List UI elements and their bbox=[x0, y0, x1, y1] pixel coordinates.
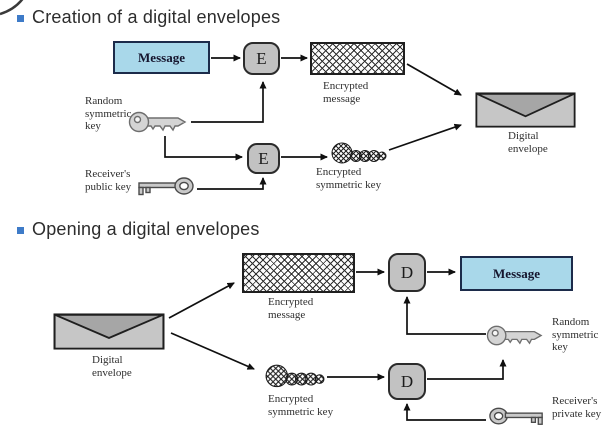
bullet-square-icon bbox=[17, 227, 24, 234]
encrypt-letter: E bbox=[256, 48, 267, 68]
digital-envelope-label: Digital envelope bbox=[92, 354, 132, 379]
random-symmetric-key-label: Random symmetric key bbox=[552, 316, 599, 353]
key-icon bbox=[128, 111, 187, 133]
encrypted-key-icon bbox=[331, 142, 387, 164]
section-title-creation: Creation of a digital envelopes bbox=[32, 7, 281, 27]
decrypt-box-2: D bbox=[388, 363, 426, 400]
encrypted-message-box bbox=[310, 42, 405, 75]
message-label: Message bbox=[493, 265, 540, 281]
encrypted-key-icon bbox=[265, 364, 325, 388]
key-icon bbox=[486, 325, 543, 346]
encrypted-message-box bbox=[242, 253, 355, 293]
envelope-icon bbox=[475, 92, 576, 128]
envelope-icon bbox=[53, 313, 165, 350]
message-box: Message bbox=[113, 41, 210, 74]
encrypted-message-label: Encrypted message bbox=[268, 296, 314, 321]
decrypt-box-1: D bbox=[388, 253, 426, 292]
encrypt-letter: E bbox=[258, 148, 269, 168]
random-symmetric-key-label: Random symmetric key bbox=[85, 95, 132, 132]
encrypted-symmetric-key-label: Encrypted symmetric key bbox=[316, 166, 382, 191]
decrypt-letter: D bbox=[400, 262, 414, 282]
section-title-opening: Opening a digital envelopes bbox=[32, 219, 260, 239]
bullet-square-icon bbox=[17, 15, 24, 22]
encrypted-message-label: Encrypted message bbox=[323, 80, 369, 105]
encrypted-symmetric-key-label: Encrypted symmetric key bbox=[268, 393, 334, 418]
encrypt-box-1: E bbox=[243, 42, 280, 75]
encrypt-box-2: E bbox=[247, 143, 280, 174]
receivers-private-key-label: Receiver's private key bbox=[552, 395, 602, 420]
skeleton-key-icon bbox=[138, 177, 194, 196]
decrypt-letter: D bbox=[400, 371, 414, 391]
logo-arc-icon bbox=[0, 0, 24, 16]
message-label: Message bbox=[138, 49, 185, 65]
skeleton-key-icon bbox=[489, 407, 543, 425]
message-box: Message bbox=[460, 256, 573, 291]
receivers-public-key-label: Receiver's public key bbox=[85, 168, 132, 193]
digital-envelope-label: Digital envelope bbox=[508, 130, 548, 155]
